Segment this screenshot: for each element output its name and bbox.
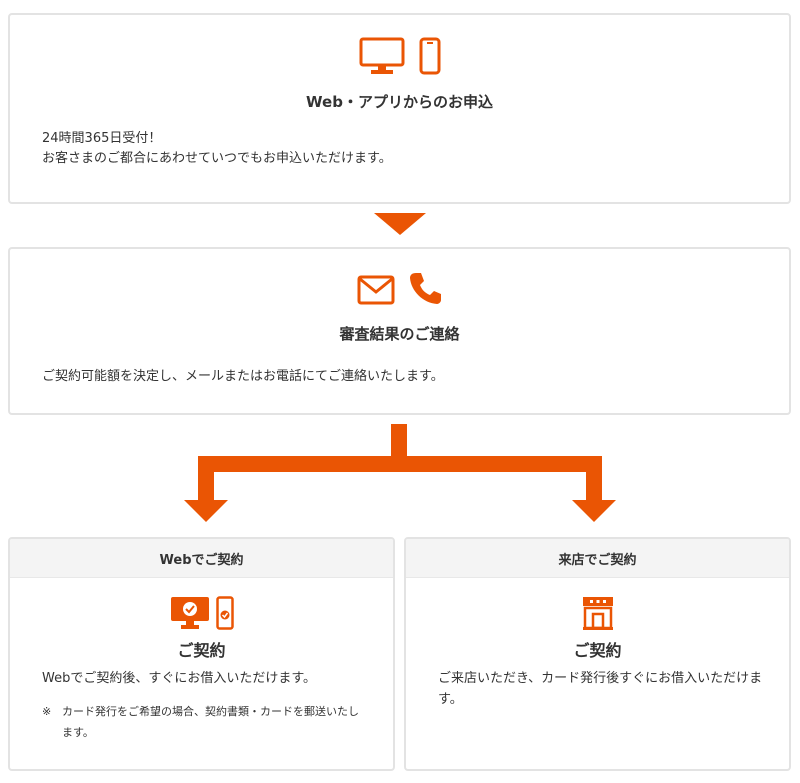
web-contract-note-text: カード発行をご希望の場合、契約書類・カードを郵送いたします。 [62, 705, 359, 739]
web-contract-panel: Webでご契約 ご契約 Webでご契約後、すぐにお借入いただけます。 ※ カード… [8, 537, 395, 771]
step1-text-line2: お客さまのご都合にあわせていつでもお申込いただけます。 [42, 151, 392, 166]
web-contract-description: Webでご契約後、すぐにお借入いただけます。 [42, 671, 317, 686]
web-contract-title: ご契約 [177, 641, 226, 660]
step2-title: 審査結果のご連絡 [339, 325, 460, 343]
step1-description: 24時間365日受付！ お客さまのご都合にあわせていつでもお申込いただけます。 [42, 129, 769, 169]
smartphone-check-icon [215, 596, 234, 630]
phone-handset-icon [409, 273, 441, 304]
step1-text-line1: 24時間365日受付！ [42, 131, 162, 146]
web-contract-icons [10, 596, 393, 630]
store-contract-panel: 来店でご契約 ご契約 ご来店いただき、カード発行後すぐにお借入いただけます。 [404, 537, 791, 771]
web-contract-note: ※ カード発行をご希望の場合、契約書類・カードを郵送いたします。 [42, 701, 369, 743]
step2-icons [10, 271, 789, 305]
store-contract-icons [406, 596, 789, 630]
step-screening-result-contact: 審査結果のご連絡 ご契約可能額を決定し、メールまたはお電話にてご連絡いたします。 [8, 247, 791, 415]
envelope-icon [357, 275, 394, 305]
down-arrow-icon [374, 213, 426, 235]
store-icon [582, 597, 613, 630]
step-web-app-application: Web・アプリからのお申込 24時間365日受付！ お客さまのご都合にあわせてい… [8, 13, 791, 204]
store-contract-header: 来店でご契約 [406, 539, 789, 578]
store-contract-description: ご来店いただき、カード発行後すぐにお借入いただけます。 [438, 671, 763, 707]
step2-description: ご契約可能額を決定し、メールまたはお電話にてご連絡いたします。 [42, 369, 444, 384]
monitor-icon [359, 37, 404, 74]
branch-arrow-icon [184, 424, 616, 522]
note-mark: ※ [42, 705, 52, 718]
smartphone-icon [419, 37, 440, 75]
step1-icons [10, 37, 789, 75]
step1-title: Web・アプリからのお申込 [306, 93, 493, 111]
web-contract-header: Webでご契約 [10, 539, 393, 578]
monitor-check-icon [170, 597, 209, 629]
store-contract-title: ご契約 [573, 641, 622, 660]
